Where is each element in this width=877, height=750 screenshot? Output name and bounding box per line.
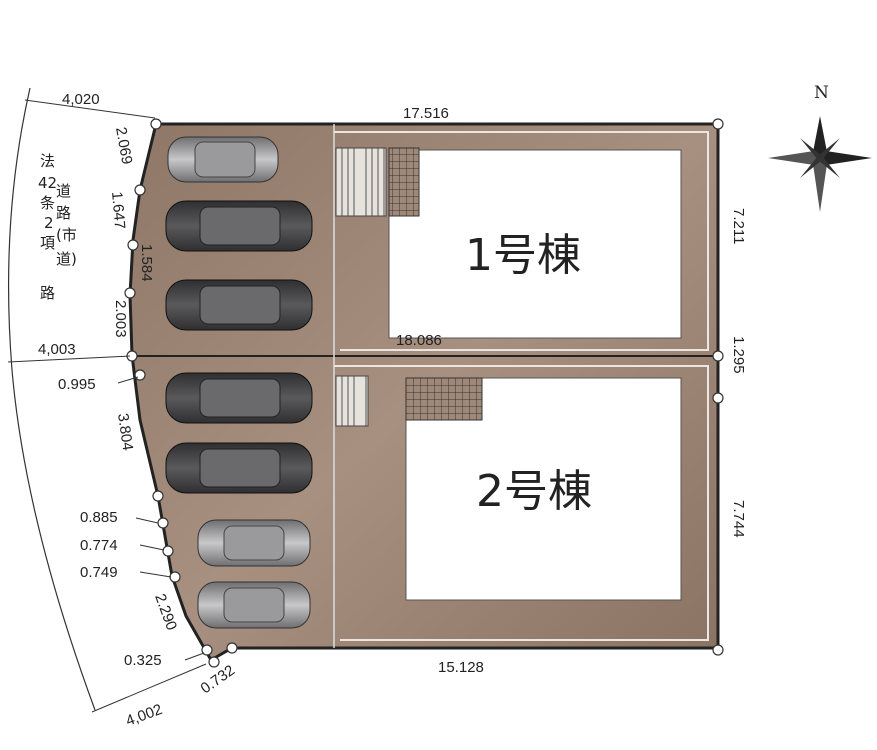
svg-text:路: 路 — [56, 204, 71, 222]
svg-text:2: 2 — [44, 214, 54, 232]
dim-left-7: 0.885 — [80, 509, 118, 526]
svg-text:道): 道) — [56, 250, 77, 268]
road-label: 法 42 条 2 項 道 路 (市 道) 路 — [38, 152, 77, 302]
building-1-label: 1号棟 — [465, 230, 581, 281]
dim-right-lower: 7.744 — [730, 500, 747, 538]
dim-road-width-mid: 4,003 — [38, 341, 76, 358]
dim-left-1: 2.069 — [112, 126, 135, 166]
road-width-line-top — [24, 99, 156, 119]
leader-lines — [117, 376, 205, 661]
north-arrow-icon — [768, 116, 872, 212]
dim-left-4: 2.003 — [112, 300, 129, 338]
dim-road-width-top: 4,020 — [62, 91, 100, 108]
dim-left-6: 3.804 — [114, 412, 136, 452]
road-width-line-mid — [7, 355, 131, 363]
svg-text:(市: (市 — [56, 226, 77, 244]
building-1-stairs — [335, 147, 387, 217]
car-6 — [197, 519, 311, 567]
dim-left-3: 1.584 — [138, 244, 155, 282]
dim-left-2: 1.647 — [108, 191, 128, 230]
dim-left-8: 0.774 — [80, 537, 118, 554]
boundary-markers — [124, 118, 724, 668]
dim-left-5: 0.995 — [58, 376, 96, 393]
building-2-entrance-grid — [405, 377, 483, 421]
building-1-entrance-grid — [388, 147, 420, 217]
dim-left-9: 0.749 — [80, 564, 118, 581]
dim-right-mid: 1.295 — [730, 336, 747, 374]
dim-bottom: 15.128 — [438, 659, 484, 676]
car-5 — [165, 442, 313, 494]
building-2-stairs — [335, 375, 369, 427]
svg-text:路: 路 — [40, 284, 55, 302]
building-2-border — [334, 365, 709, 641]
car-7 — [197, 581, 311, 629]
svg-text:道: 道 — [56, 182, 71, 200]
dim-left-11: 0.325 — [124, 652, 162, 669]
dim-left-10: 2.290 — [151, 592, 180, 633]
svg-text:項: 項 — [40, 234, 55, 252]
north-label: N — [814, 83, 829, 103]
building-1 — [388, 149, 682, 339]
dim-road-width-bottom: 4,002 — [124, 701, 165, 730]
building-2-label: 2号棟 — [476, 466, 592, 517]
svg-text:条: 条 — [40, 194, 55, 212]
car-1 — [167, 136, 279, 183]
car-4 — [165, 372, 313, 424]
dim-right-upper: 7.211 — [730, 208, 747, 244]
road-width-line-bottom — [91, 663, 207, 713]
svg-text:法: 法 — [40, 152, 55, 170]
dim-left-12: 0.732 — [198, 662, 239, 697]
building-1-border — [334, 131, 709, 351]
car-3 — [165, 279, 313, 331]
svg-text:42: 42 — [38, 174, 57, 192]
road-edge-line — [7, 87, 96, 711]
dim-top: 17.516 — [403, 105, 449, 122]
car-2 — [165, 200, 313, 252]
dim-middle: 18.086 — [396, 332, 442, 349]
